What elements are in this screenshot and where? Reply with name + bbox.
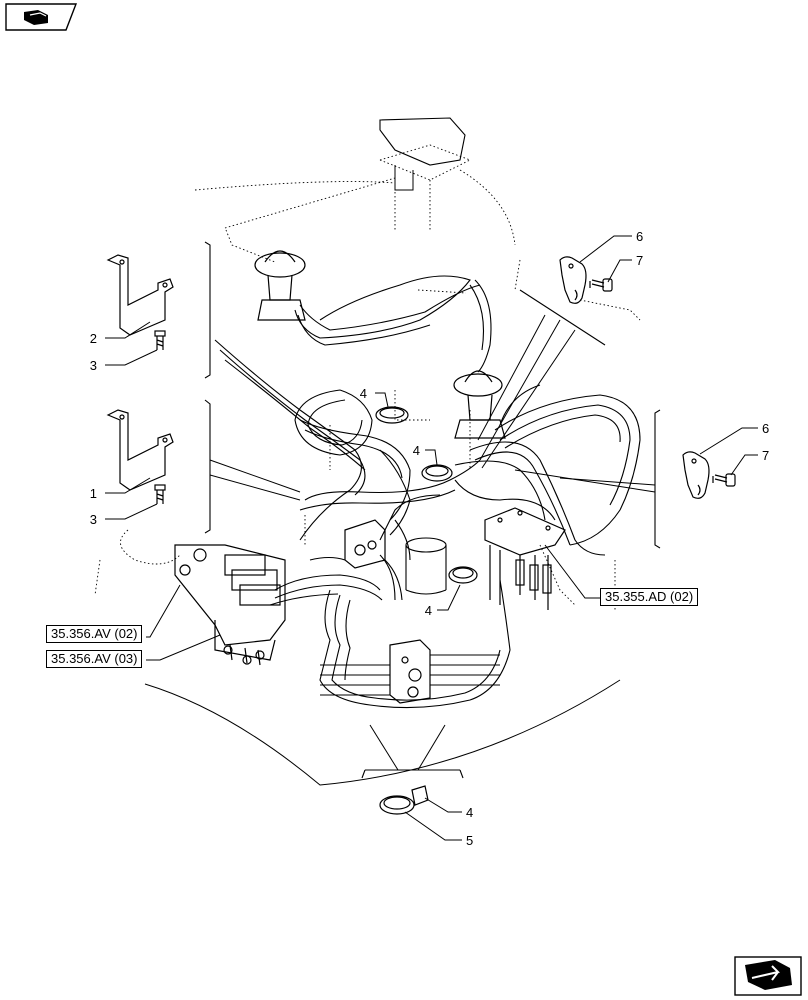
- machine-base-outline: [144, 117, 621, 786]
- callout-7: 7: [636, 253, 643, 268]
- hose-guard-part-4-b: [421, 464, 453, 482]
- lower-distribution-block: [389, 639, 431, 704]
- callout-6: 6: [636, 229, 643, 244]
- hose-guard-part-4-a: [375, 406, 409, 424]
- callout-4: 4: [466, 805, 473, 820]
- hose-clip-part-5: [379, 785, 429, 815]
- callout-3: 3: [90, 358, 97, 373]
- callout-2: 2: [90, 331, 97, 346]
- callout-4: 4: [413, 443, 420, 458]
- machine-frame-outline: [94, 144, 641, 610]
- manifold-bracket: [484, 507, 566, 610]
- next-page-arrow-icon[interactable]: [734, 956, 802, 996]
- hose-harness: [214, 275, 641, 709]
- reference-box-35-355-ad-02[interactable]: 35.355.AD (02): [600, 588, 699, 606]
- callout-4: 4: [360, 386, 367, 401]
- leader-lines: [105, 235, 758, 841]
- callout-6: 6: [762, 421, 769, 436]
- reference-box-35-356-av-03[interactable]: 35.356.AV (03): [46, 650, 143, 668]
- bracket-part-1: [106, 409, 174, 491]
- callout-4: 4: [425, 603, 432, 618]
- callout-3: 3: [90, 512, 97, 527]
- callout-labels: 2 3 1 3 4 4 4 4 5 6 7 6 7: [90, 229, 769, 848]
- reference-box-35-356-av-02[interactable]: 35.356.AV (02): [46, 625, 143, 643]
- hose-guard-part-4-c: [448, 566, 478, 584]
- callout-1: 1: [90, 486, 97, 501]
- left-control-valve: [174, 544, 286, 666]
- section-brackets: [204, 241, 661, 779]
- callout-5: 5: [466, 833, 473, 848]
- right-joystick: [453, 370, 506, 439]
- left-joystick: [254, 250, 306, 321]
- clamp-part-6-lower: [682, 451, 710, 499]
- center-small-valve: [344, 519, 386, 569]
- clamp-part-6-upper: [559, 256, 587, 304]
- callout-7: 7: [762, 448, 769, 463]
- screw-part-7-lower: [712, 473, 736, 487]
- bracket-part-2: [106, 254, 174, 336]
- book-arrow-icon[interactable]: [5, 3, 78, 31]
- bolt-part-3-upper: [154, 330, 166, 350]
- screw-part-7-upper: [589, 278, 613, 292]
- bolt-part-3-lower: [154, 484, 166, 504]
- center-column: [405, 537, 447, 595]
